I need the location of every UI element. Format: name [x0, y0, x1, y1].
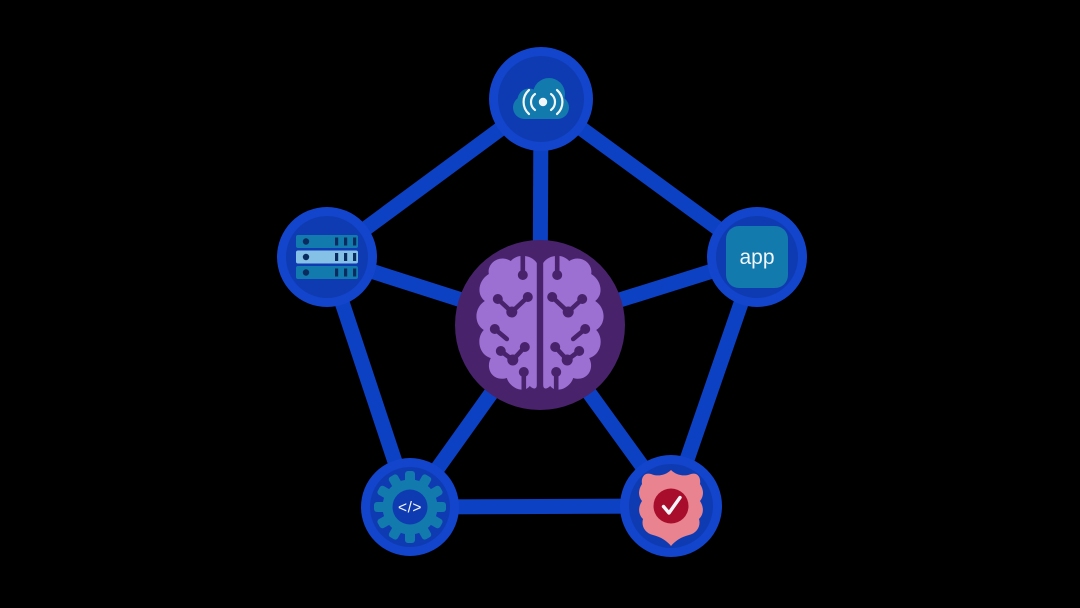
- code-label: </>: [398, 500, 422, 517]
- node-app: app: [707, 207, 807, 307]
- node-server: [277, 207, 377, 307]
- server-rack-icon: [296, 235, 358, 279]
- node-ai-brain: [455, 240, 625, 410]
- signal-waves-icon: [522, 88, 564, 116]
- shield-check-icon: [639, 470, 703, 546]
- app-square-icon: app: [726, 226, 788, 288]
- node-security: [620, 455, 722, 557]
- app-label: app: [739, 246, 774, 269]
- node-code: </>: [361, 458, 459, 556]
- checkmark-icon: [661, 495, 682, 515]
- node-cloud: [489, 47, 593, 151]
- gear-code-icon: </>: [374, 471, 446, 543]
- cloud-signal-icon: [513, 78, 569, 119]
